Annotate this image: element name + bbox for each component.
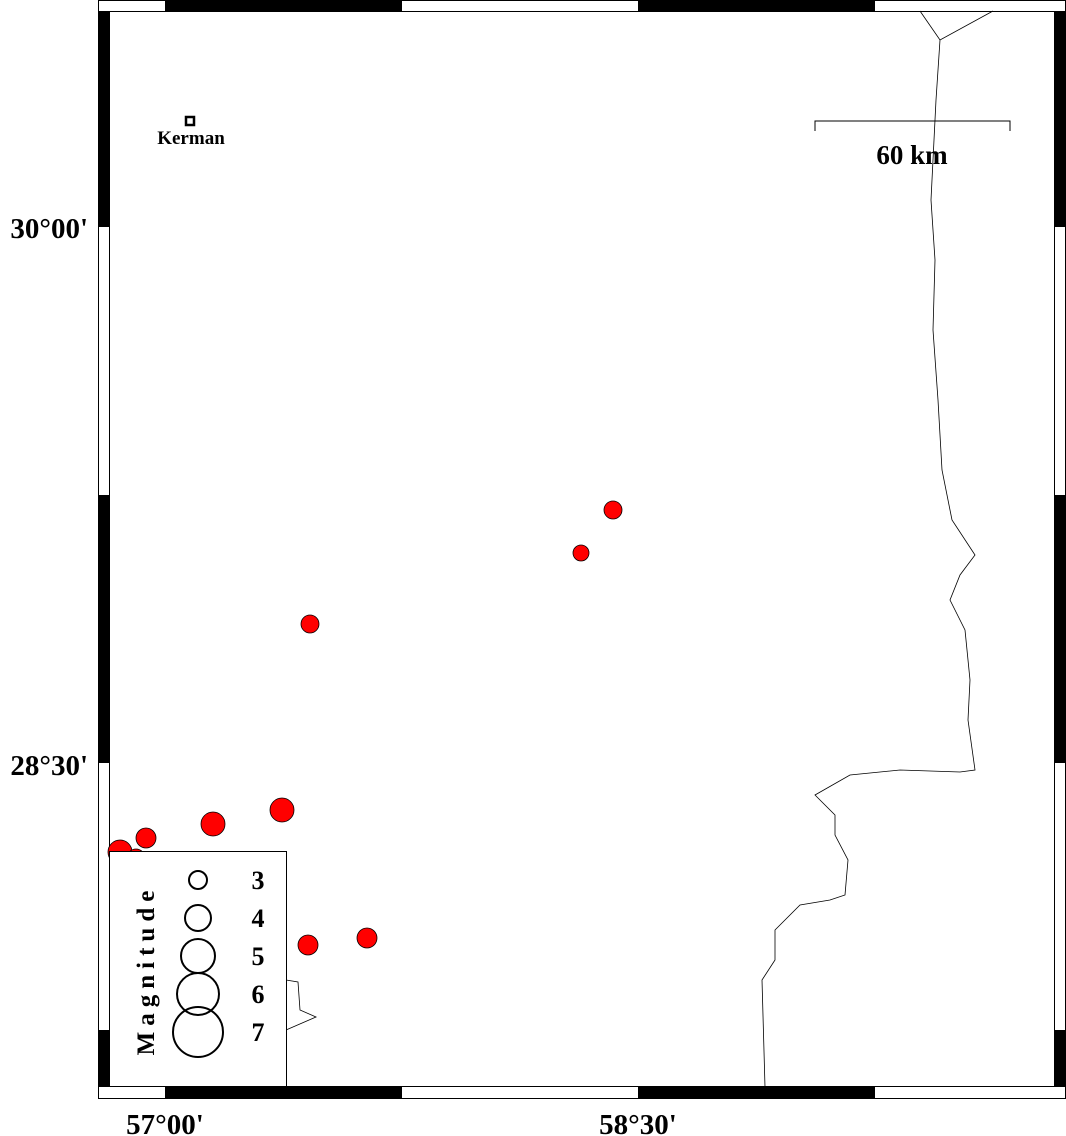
- earthquake-event: [300, 614, 320, 634]
- earthquake-event: [135, 827, 157, 849]
- border-lines: [285, 10, 994, 1088]
- legend-label-4: 4: [252, 904, 265, 933]
- city-kerman: Kerman: [157, 115, 225, 149]
- scale-bar-label: 60 km: [876, 140, 948, 170]
- lat-label-30-00: 30°00': [10, 213, 88, 245]
- earthquake-event: [297, 934, 319, 956]
- legend-label-5: 5: [252, 942, 265, 971]
- city-marker-icon: [184, 115, 196, 127]
- city-label: Kerman: [157, 128, 225, 149]
- legend-label-6: 6: [252, 980, 265, 1009]
- earthquake-event: [603, 500, 623, 520]
- border-line-east: [761, 10, 994, 1088]
- lon-label-58-30: 58°30': [599, 1109, 677, 1136]
- earthquake-event: [200, 811, 226, 837]
- legend-label-7: 7: [252, 1018, 265, 1047]
- earthquake-event: [356, 927, 378, 949]
- scale-bar: 60 km: [814, 120, 1011, 170]
- magnitude-legend: Magnitude 3 4 5 6 7: [109, 851, 287, 1087]
- legend-circle-4: [184, 904, 212, 932]
- legend-title: Magnitude: [133, 885, 160, 1056]
- legend-label-3: 3: [252, 866, 265, 895]
- earthquake-event: [572, 544, 590, 562]
- legend-circle-6: [176, 972, 220, 1016]
- legend-circle-7: [172, 1006, 224, 1058]
- legend-circle-3: [188, 870, 208, 890]
- lat-label-28-30: 28°30': [10, 750, 88, 782]
- lon-label-57-00: 57°00': [126, 1109, 204, 1136]
- earthquake-event: [269, 797, 295, 823]
- axis-labels: 30°00' 28°30' 57°00' 58°30': [10, 213, 676, 1136]
- coastline: [285, 979, 318, 1031]
